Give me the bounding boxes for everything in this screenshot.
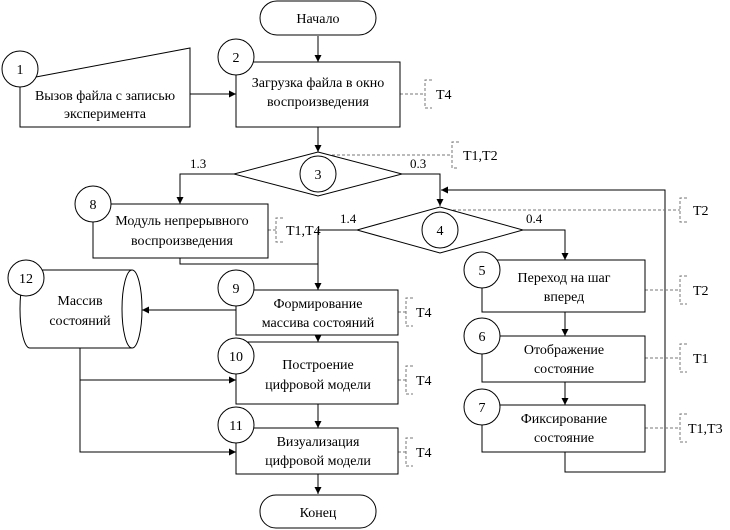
node-1-line-2: эксперимента <box>64 107 147 122</box>
connector-8-to-9 <box>179 258 318 265</box>
annotation-6: T1 <box>693 352 709 367</box>
circle-5: 5 <box>463 251 501 289</box>
connector-12-to-10 <box>79 348 236 384</box>
annotation-2: T4 <box>436 88 452 103</box>
connector-3-left-to-8 <box>176 173 234 204</box>
annotation-8: T1,T4 <box>286 224 321 239</box>
circle-8: 8 <box>74 185 112 223</box>
node-11-line-2: цифровой модели <box>265 454 371 469</box>
node-9-line-1: Формирование <box>273 297 362 312</box>
svg-text:5: 5 <box>479 264 486 279</box>
node-6-line-2: состояние <box>534 362 594 377</box>
node-11-line-1: Визуализация <box>277 435 360 450</box>
annotation-3: T1,T2 <box>463 149 498 164</box>
annotation-5: T2 <box>693 284 709 299</box>
svg-text:3: 3 <box>315 168 322 183</box>
node-9-line-2: массива состояний <box>262 316 375 331</box>
node-number-circles: 1 2 3 4 5 6 7 8 9 10 11 12 <box>1 38 501 444</box>
svg-text:4: 4 <box>437 224 444 239</box>
annotation-9: T4 <box>416 306 432 321</box>
circle-4: 4 <box>421 211 459 249</box>
node-7-line-1: Фиксирование <box>521 412 608 427</box>
node-2-line-2: воспроизведения <box>267 95 369 110</box>
node-1-line-1: Вызов файла с записью <box>35 89 175 104</box>
node-8-line-2: воспроизведения <box>131 234 233 249</box>
circle-9: 9 <box>217 269 255 307</box>
node-5-process: Переход на шаг вперед <box>481 259 646 313</box>
svg-text:12: 12 <box>19 272 33 287</box>
node-12-line-2: состояний <box>49 314 111 329</box>
node-12-line-1: Массив <box>57 294 103 309</box>
node-8-line-1: Модуль непрерывного <box>115 214 248 229</box>
node-5-line-1: Переход на шаг <box>518 271 611 286</box>
branch-labels: 1.3 0.3 1.4 0.4 <box>190 156 543 226</box>
connectors <box>79 36 666 494</box>
svg-text:2: 2 <box>233 51 240 66</box>
annotation-4: T2 <box>693 204 709 219</box>
svg-text:9: 9 <box>233 282 240 297</box>
annotation-labels: T4 T1,T2 T2 T2 T1 T1,T3 T1,T4 T4 T4 T4 <box>286 88 723 461</box>
node-10-line-2: цифровой модели <box>265 378 371 393</box>
connector-4-left-to-9 <box>314 229 357 290</box>
node-5-line-2: вперед <box>544 290 584 305</box>
circle-11: 11 <box>217 406 255 444</box>
node-7-line-2: состояние <box>534 431 594 446</box>
svg-text:10: 10 <box>229 350 243 365</box>
start-label: Начало <box>296 12 339 27</box>
branch-label-3-left: 1.3 <box>190 156 206 171</box>
end-label: Конец <box>300 506 337 521</box>
node-10-process: Построение цифровой модели <box>235 341 399 405</box>
branch-label-3-right: 0.3 <box>410 156 426 171</box>
node-12-stored-data: Массив состояний <box>19 269 143 349</box>
end-terminator: Конец <box>259 494 377 529</box>
node-1-manual-input: Вызов файла с записью эксперимента <box>19 47 191 128</box>
branch-label-4-left: 1.4 <box>340 211 357 226</box>
annotation-7: T1,T3 <box>688 422 723 437</box>
circle-6: 6 <box>463 317 501 355</box>
start-terminator: Начало <box>259 0 377 36</box>
connector-4-right-to-5 <box>523 229 569 260</box>
circle-7: 7 <box>463 388 501 426</box>
branch-label-4-right: 0.4 <box>526 211 543 226</box>
node-6-line-1: Отображение <box>524 343 604 358</box>
node-7-process: Фиксирование состояние <box>481 404 646 453</box>
svg-text:7: 7 <box>479 401 486 416</box>
circle-12: 12 <box>7 259 45 297</box>
node-6-process: Отображение состояние <box>481 335 646 383</box>
svg-text:6: 6 <box>479 330 486 345</box>
node-11-process: Визуализация цифровой модели <box>235 427 399 475</box>
node-2-line-1: Загрузка файла в окно <box>252 76 385 91</box>
node-8-process: Модуль непрерывного воспроизведения <box>92 203 269 259</box>
connector-7-loop-to-4 <box>441 186 666 473</box>
annotation-11: T4 <box>416 446 432 461</box>
node-9-process: Формирование массива состояний <box>235 289 399 336</box>
node-2-process: Загрузка файла в окно воспроизведения <box>235 61 401 128</box>
circle-1: 1 <box>1 50 39 88</box>
node-10-line-1: Построение <box>282 358 354 373</box>
connector-3-right-to-4 <box>402 173 444 206</box>
circle-2: 2 <box>217 38 255 76</box>
connector-12-to-11 <box>79 380 236 456</box>
svg-text:1: 1 <box>17 63 24 78</box>
svg-text:8: 8 <box>90 198 97 213</box>
circle-3: 3 <box>299 155 337 193</box>
svg-text:11: 11 <box>229 419 242 434</box>
annotation-10: T4 <box>416 374 432 389</box>
annotation-brackets <box>268 79 687 467</box>
circle-10: 10 <box>217 337 255 375</box>
